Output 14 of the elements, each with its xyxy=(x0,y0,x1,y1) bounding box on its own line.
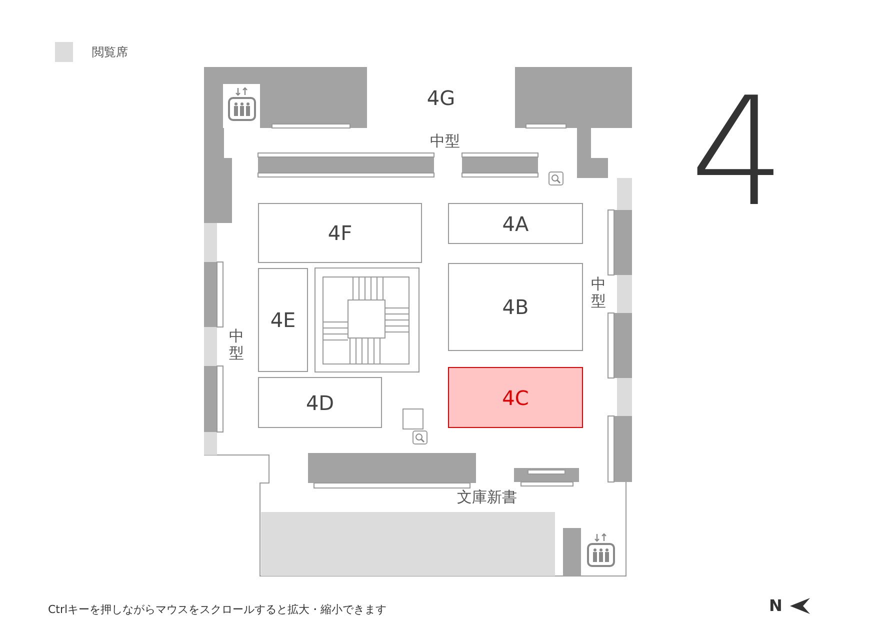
area-label: 文庫新書 xyxy=(457,490,517,505)
room-box: 4D xyxy=(258,377,382,428)
area-label: 中型 xyxy=(591,276,606,309)
legend-label: 閲覧席 xyxy=(92,46,128,58)
room-box: 4A xyxy=(448,203,583,244)
room-box: 4E xyxy=(258,268,308,372)
room-box: 4G xyxy=(367,67,515,128)
note-text: Ctrlキーを押しながらマウスをスクロールすると拡大・縮小できます xyxy=(48,604,387,615)
north-label: N xyxy=(769,598,782,614)
room-box: 4C xyxy=(448,367,583,428)
area-label: 中型 xyxy=(229,328,244,361)
room-box: 4B xyxy=(448,263,583,351)
room-box: 4F xyxy=(258,203,422,263)
floor-number: 4 xyxy=(690,78,786,228)
